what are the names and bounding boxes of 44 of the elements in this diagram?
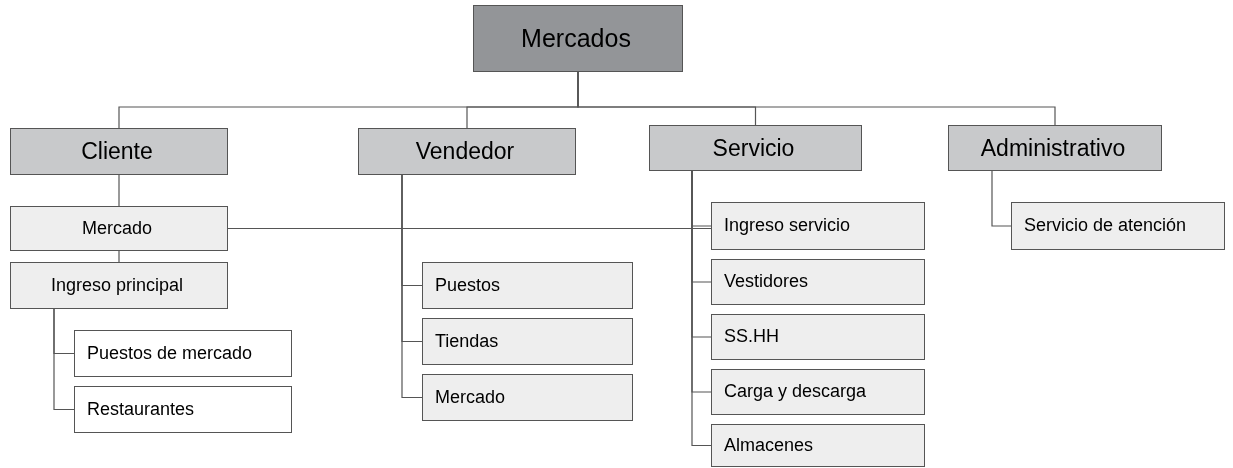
box-label: Mercados <box>521 25 631 52</box>
connector-line <box>401 174 423 399</box>
box-label: SS.HH <box>724 327 779 347</box>
org-box <box>948 125 1162 171</box>
box-label: Tiendas <box>435 331 499 352</box>
org-box <box>711 259 925 305</box>
connector-line <box>577 71 1056 126</box>
box-label: Ingreso servicio <box>724 216 851 236</box>
box-label: Almacenes <box>724 435 814 456</box>
box-label: Mercado <box>82 218 152 239</box>
box-label: Restaurantes <box>87 399 195 420</box>
box-label: Puestos de mercado <box>87 343 253 364</box>
box-label: Servicio de atención <box>1024 216 1187 236</box>
org-box <box>473 5 683 72</box>
org-box <box>74 330 292 377</box>
org-box <box>10 128 228 175</box>
box-label: Administrativo <box>980 135 1126 161</box>
org-box <box>422 374 633 421</box>
org-box <box>10 206 228 251</box>
org-box <box>1011 202 1225 250</box>
box-label: Mercado <box>435 387 506 408</box>
box-label: Carga y descarga <box>724 382 867 402</box>
org-box <box>711 424 925 467</box>
org-box <box>358 128 576 175</box>
org-box <box>10 262 228 309</box>
connector-line <box>227 227 712 230</box>
connector-line <box>691 170 712 447</box>
org-box <box>74 386 292 433</box>
org-box <box>711 369 925 415</box>
box-label: Puestos <box>435 275 501 296</box>
org-box <box>649 125 862 171</box>
org-box <box>422 262 633 309</box>
connector-line <box>53 308 75 411</box>
box-label: Servicio <box>712 135 795 161</box>
box-label: Vendedor <box>415 139 515 164</box>
box-label: Cliente <box>81 139 153 164</box>
box-label: Ingreso principal <box>50 275 184 296</box>
connector-line <box>118 174 120 207</box>
box-label: Vestidores <box>724 272 809 292</box>
connector-line <box>118 250 120 263</box>
connector-line <box>991 170 1012 227</box>
org-box <box>711 314 925 360</box>
org-box <box>711 202 925 250</box>
org-box <box>422 318 633 365</box>
